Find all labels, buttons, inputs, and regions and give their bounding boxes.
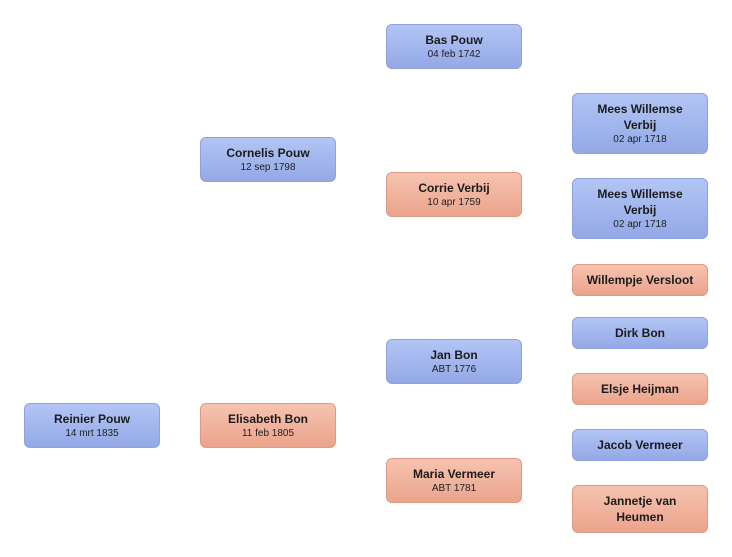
person-date: ABT 1776 (431, 364, 477, 375)
person-date: 02 apr 1718 (613, 219, 667, 230)
person-card-elsje-heijman[interactable]: Elsje Heijman (572, 373, 708, 405)
person-name: Jannetje van Heumen (603, 494, 677, 524)
person-card-cornelis-pouw[interactable]: Cornelis Pouw 12 sep 1798 (200, 137, 336, 182)
person-card-maria-vermeer[interactable]: Maria Vermeer ABT 1781 (386, 458, 522, 503)
person-card-mees-willemse-verbij-2[interactable]: Mees Willemse Verbij 02 apr 1718 (572, 178, 708, 239)
person-date: 04 feb 1742 (427, 49, 481, 60)
person-date: 14 mrt 1835 (65, 428, 119, 439)
person-name: Jacob Vermeer (597, 438, 683, 452)
person-card-corrie-verbij[interactable]: Corrie Verbij 10 apr 1759 (386, 172, 522, 217)
person-card-jan-bon[interactable]: Jan Bon ABT 1776 (386, 339, 522, 384)
person-name: Maria Vermeer (412, 467, 496, 481)
person-card-mees-willemse-verbij[interactable]: Mees Willemse Verbij 02 apr 1718 (572, 93, 708, 154)
person-name: Jan Bon (430, 348, 478, 362)
person-card-elisabeth-bon[interactable]: Elisabeth Bon 11 feb 1805 (200, 403, 336, 448)
person-name: Bas Pouw (425, 33, 483, 47)
person-name: Elsje Heijman (600, 382, 680, 396)
person-card-jannetje-van-heumen[interactable]: Jannetje van Heumen (572, 485, 708, 533)
person-name: Mees Willemse Verbij (597, 102, 683, 132)
person-date: 11 feb 1805 (241, 428, 295, 439)
person-name: Corrie Verbij (418, 181, 490, 195)
person-date: 12 sep 1798 (240, 162, 296, 173)
person-name: Willempje Versloot (586, 273, 694, 287)
person-name: Cornelis Pouw (226, 146, 310, 160)
person-name: Dirk Bon (614, 326, 665, 340)
person-date: 02 apr 1718 (613, 134, 667, 145)
person-card-dirk-bon[interactable]: Dirk Bon (572, 317, 708, 349)
person-date: ABT 1781 (431, 483, 477, 494)
person-card-bas-pouw[interactable]: Bas Pouw 04 feb 1742 (386, 24, 522, 69)
person-card-reinier-pouw[interactable]: Reinier Pouw 14 mrt 1835 (24, 403, 160, 448)
person-card-willempje-versloot[interactable]: Willempje Versloot (572, 264, 708, 296)
person-name: Mees Willemse Verbij (597, 187, 683, 217)
person-card-jacob-vermeer[interactable]: Jacob Vermeer (572, 429, 708, 461)
person-date: 10 apr 1759 (427, 197, 481, 208)
person-name: Reinier Pouw (53, 412, 130, 426)
person-name: Elisabeth Bon (227, 412, 308, 426)
